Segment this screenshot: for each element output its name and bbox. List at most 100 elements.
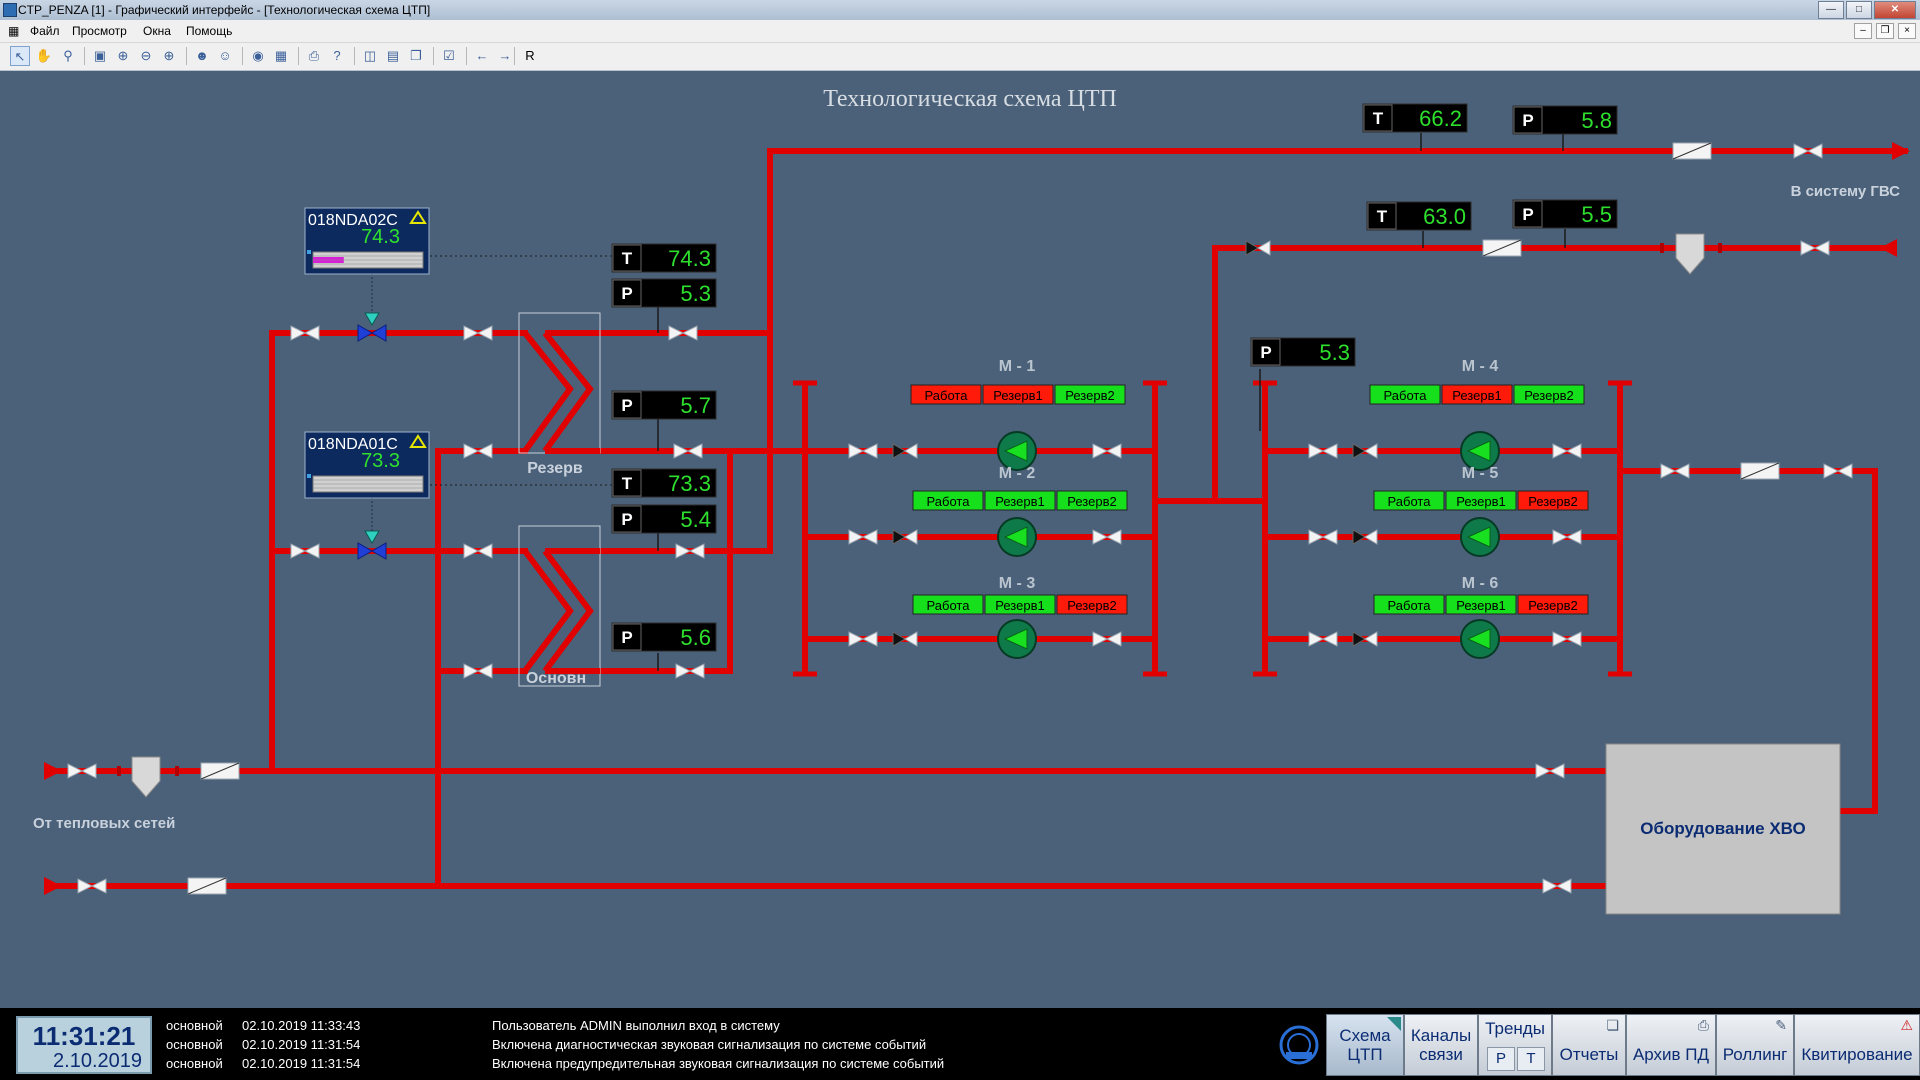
user-icon[interactable]: ☻	[195, 48, 209, 63]
event-row[interactable]: основной 02.10.2019 11:31:54 Включена ди…	[166, 1037, 927, 1052]
mdi-restore-button[interactable]: ❐	[1876, 23, 1894, 39]
pump-state-Резерв2[interactable]	[1513, 384, 1585, 405]
hx-reserve-label: Резерв	[527, 460, 583, 477]
pump-state-Резерв1[interactable]	[1441, 384, 1513, 405]
arrow-return	[44, 877, 62, 895]
app-icon	[3, 3, 17, 17]
xvo-equipment[interactable]: Оборудование ХВО	[1605, 743, 1841, 915]
window-check-icon[interactable]: ☑	[443, 48, 455, 63]
valve-actuators	[364, 261, 380, 544]
pump-state-Работа[interactable]	[912, 490, 984, 511]
valve	[1542, 878, 1572, 894]
r-button[interactable]: R	[525, 48, 535, 63]
pump-state-Резерв1[interactable]	[984, 594, 1056, 615]
pump-state-Резерв1[interactable]	[1445, 490, 1517, 511]
gauge-value: 5.8	[1581, 108, 1612, 133]
hand-icon[interactable]: ✋	[35, 48, 53, 63]
pump-state-Резерв2[interactable]	[1517, 594, 1589, 615]
zoom-fit-icon[interactable]: ⊕	[117, 48, 129, 63]
tile-vertical-icon[interactable]: ◫	[363, 48, 377, 63]
pump-name: М - 6	[1462, 575, 1499, 592]
event-log[interactable]: основной 02.10.2019 11:33:43 Пользовател…	[162, 1018, 1262, 1074]
mdi-minimize-button[interactable]: –	[1854, 23, 1872, 39]
close-button[interactable]: ✕	[1874, 1, 1916, 19]
cascade-icon[interactable]: ❐	[410, 48, 422, 63]
pump-state-Резерв2[interactable]	[1056, 594, 1128, 615]
menu-windows[interactable]: Окна	[143, 24, 171, 38]
menu-doc-icon[interactable]: ▦	[8, 24, 20, 38]
heat-exchanger-reserve[interactable]	[518, 312, 601, 454]
table-icon[interactable]: ▦	[274, 48, 288, 63]
pump-state-Работа[interactable]	[910, 384, 982, 405]
nav-trends-button[interactable]: Тренды P T	[1478, 1014, 1552, 1076]
event-row[interactable]: основной 02.10.2019 11:33:43 Пользовател…	[166, 1018, 780, 1033]
menu-file[interactable]: Файл	[30, 24, 60, 38]
zoom-1to1-icon[interactable]: ▣	[93, 48, 107, 63]
magnifier-icon[interactable]: ⚲	[63, 48, 73, 63]
trend-t-button[interactable]: T	[1517, 1047, 1545, 1071]
menu-help[interactable]: Помощь	[186, 24, 233, 38]
check-valve	[1352, 443, 1378, 459]
tile-horizontal-icon[interactable]: ▤	[386, 48, 400, 63]
menu-view[interactable]: Просмотр	[72, 24, 127, 38]
pump-state-Резерв1[interactable]	[984, 490, 1056, 511]
nav-ack-button[interactable]: ⚠ Квитирование	[1794, 1014, 1920, 1076]
nav-rolling-button[interactable]: ✎ Роллинг	[1716, 1014, 1794, 1076]
nav-channels-button[interactable]: Каналы связи	[1404, 1014, 1478, 1076]
pump-state-Резерв1[interactable]	[982, 384, 1054, 405]
valve	[1092, 631, 1122, 647]
pump-state-Работа[interactable]	[912, 594, 984, 615]
help-icon[interactable]: ?	[333, 48, 341, 63]
nav-schema-button[interactable]: Схема ЦТП	[1326, 1014, 1404, 1076]
maximize-button[interactable]: □	[1846, 1, 1872, 19]
print-icon[interactable]: ⎙	[308, 48, 320, 63]
binoculars-icon[interactable]: ◉	[252, 48, 264, 63]
valve	[1800, 240, 1830, 256]
mdi-close-button[interactable]: ×	[1898, 23, 1916, 39]
forward-arrow-icon[interactable]: →	[498, 48, 512, 63]
ack-icon: ⚠	[1900, 1017, 1913, 1033]
pump-state-Работа[interactable]	[1373, 490, 1445, 511]
event-row[interactable]: основной 02.10.2019 11:31:54 Включена пр…	[166, 1056, 945, 1071]
zoom-out-icon[interactable]: ⊖	[140, 48, 152, 63]
minimize-button[interactable]: —	[1818, 1, 1844, 19]
pump-state-Резерв1[interactable]	[1445, 594, 1517, 615]
pump-state-Резерв2[interactable]	[1056, 490, 1128, 511]
reports-icon: ❏	[1606, 1017, 1619, 1033]
pump-state-Резерв2[interactable]	[1517, 490, 1589, 511]
pump-state-Резерв2[interactable]	[1054, 384, 1126, 405]
filters[interactable]	[117, 233, 1722, 798]
pump-state-Работа[interactable]	[1369, 384, 1441, 405]
trend-p-button[interactable]: P	[1487, 1047, 1515, 1071]
back-arrow-icon[interactable]: ←	[475, 48, 489, 63]
user-remove-icon[interactable]: ☺	[218, 48, 232, 63]
heat-exchanger-main[interactable]	[518, 525, 601, 687]
pointer-icon[interactable]: ↖	[10, 46, 30, 66]
pump-state-label: Резерв2	[1067, 598, 1116, 613]
nav-archive-button[interactable]: ⎙ Архив ПД	[1626, 1014, 1716, 1076]
valve	[1245, 240, 1271, 256]
zoom-in-icon[interactable]: ⊕	[163, 48, 175, 63]
pump-state-Работа[interactable]	[1373, 594, 1445, 615]
controller-leaders	[430, 255, 612, 486]
nav-reports-button[interactable]: ❏ Отчеты	[1552, 1014, 1626, 1076]
